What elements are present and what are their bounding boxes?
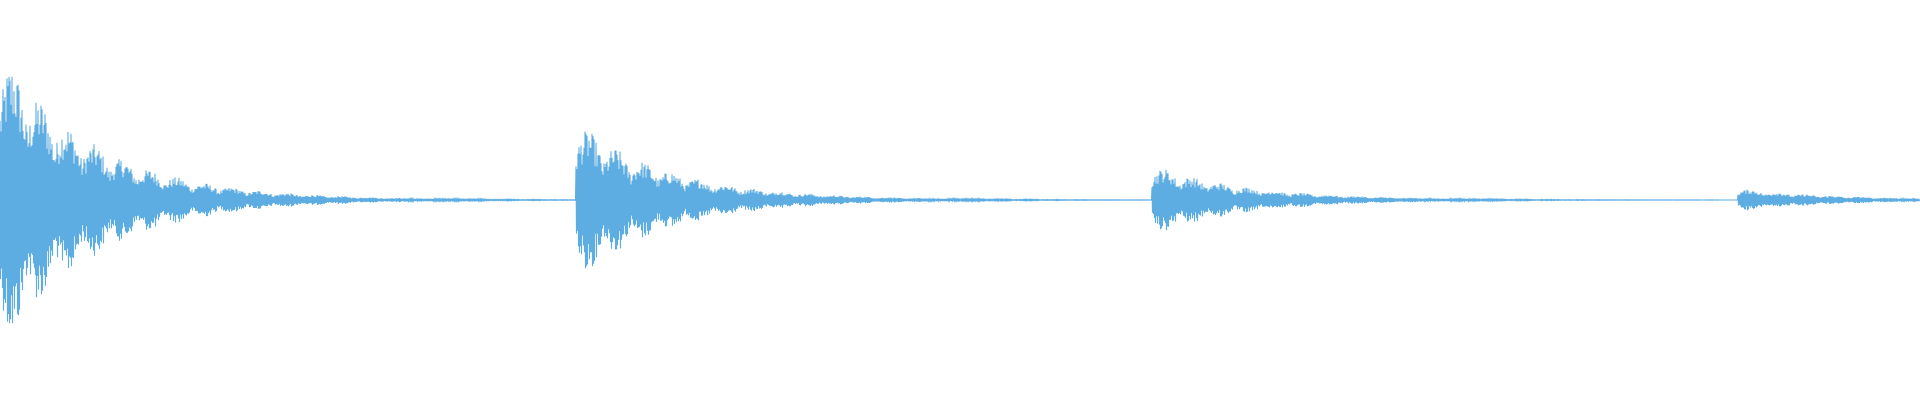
waveform-path <box>0 76 1920 324</box>
